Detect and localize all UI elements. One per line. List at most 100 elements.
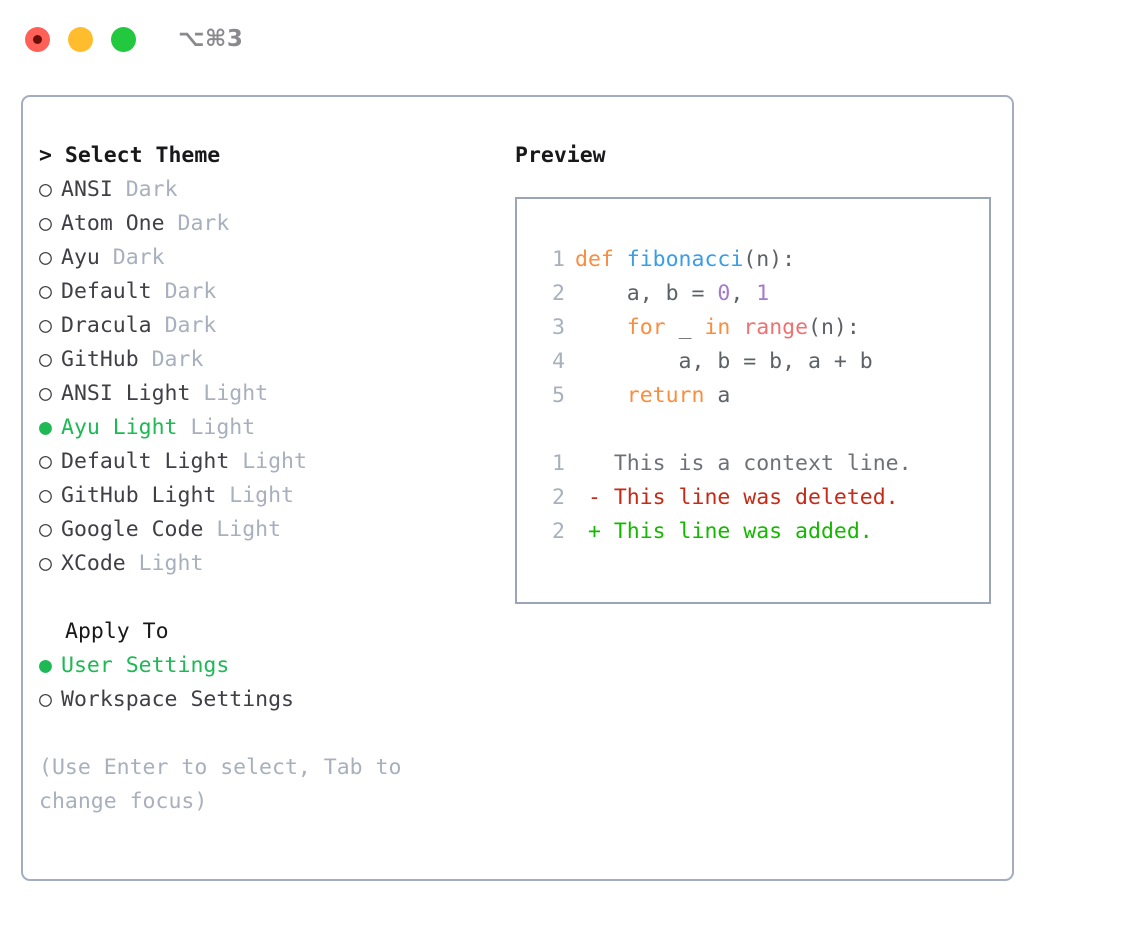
theme-variant-tag: Light: [203, 381, 269, 406]
radio-empty-icon: ○: [39, 347, 52, 372]
apply-to-title: Apply To: [65, 619, 169, 644]
radio-empty-icon: ○: [39, 551, 52, 576]
code-token: in: [704, 315, 731, 340]
theme-option-dracula[interactable]: ○Dracula Dark: [39, 309, 493, 343]
code-token: [575, 383, 627, 408]
theme-variant-tag: Dark: [164, 313, 217, 338]
radio-empty-icon: ○: [39, 483, 52, 508]
close-button[interactable]: [25, 26, 50, 52]
theme-option-ansi-light[interactable]: ○ ANSI Light Light: [39, 377, 493, 411]
diff-line-ctx: 1 This is a context line.: [535, 447, 989, 481]
code-text: a, b = 0, 1: [575, 277, 769, 311]
code-token: range: [743, 315, 809, 340]
theme-variant-tag: Light: [229, 483, 295, 508]
theme-variant-tag: Dark: [177, 211, 230, 236]
close-icon: [33, 34, 42, 44]
radio-empty-icon: ○: [39, 211, 52, 236]
radio-selected-icon: ●: [39, 653, 52, 678]
code-line: 4 a, b = b, a + b: [535, 345, 989, 379]
code-token: a: [704, 383, 731, 408]
title-bar: ⌥⌘3: [0, 0, 1140, 78]
page-title: > Select Theme: [39, 143, 221, 168]
theme-option-label: Default: [61, 279, 165, 304]
line-number: 4: [552, 349, 565, 374]
theme-option-ayu-light[interactable]: ● Ayu Light Light: [39, 411, 493, 445]
theme-variant-tag: Light: [190, 415, 256, 440]
theme-variant-tag: Light: [242, 449, 307, 474]
line-number: 5: [552, 383, 565, 408]
diff-text: + This line was added.: [575, 519, 873, 544]
theme-option-list: ○ANSI Dark○Atom One Dark○Ayu Dark○Defaul…: [39, 173, 493, 581]
code-token: ,: [730, 281, 757, 306]
code-token: fibonacci: [626, 247, 744, 272]
diff-line-del: 2 - This line was deleted.: [535, 481, 989, 515]
theme-option-label: Default Light: [61, 449, 243, 474]
theme-option-atom-one[interactable]: ○Atom One Dark: [39, 207, 493, 241]
theme-variant-tag: Light: [216, 517, 282, 542]
code-token: (n):: [808, 315, 860, 340]
line-number: 2: [552, 281, 565, 306]
traffic-lights: [25, 26, 136, 52]
code-line: 3 for _ in range(n):: [535, 311, 989, 345]
theme-option-label: XCode: [61, 551, 139, 576]
apply-to-option-list: ● User Settings ○ Workspace Settings: [39, 649, 493, 717]
minimize-button[interactable]: [68, 26, 93, 52]
theme-variant-tag: Light: [138, 551, 204, 576]
theme-option-label: Ayu: [61, 245, 113, 270]
theme-option-label: GitHub Light: [61, 483, 230, 508]
code-text: for _ in range(n):: [575, 311, 860, 345]
apply-to-option-label: User Settings: [61, 653, 230, 678]
spacer: [535, 413, 989, 447]
code-text: return a: [575, 379, 731, 413]
code-token: _: [665, 315, 705, 340]
apply-to-option-label: Workspace Settings: [61, 687, 294, 712]
radio-empty-icon: ○: [39, 279, 52, 304]
theme-variant-tag: Dark: [151, 347, 204, 372]
theme-option-default-light[interactable]: ○Default Light Light: [39, 445, 493, 479]
radio-empty-icon: ○: [39, 177, 52, 202]
radio-empty-icon: ○: [39, 245, 52, 270]
diff-text: This is a context line.: [575, 451, 912, 476]
line-number: 2: [552, 519, 565, 544]
code-token: return: [626, 383, 705, 408]
code-token: 1: [756, 281, 770, 306]
theme-option-ayu[interactable]: ○Ayu Dark: [39, 241, 493, 275]
preview-title: Preview: [515, 143, 606, 168]
apply-to-option-workspace-settings[interactable]: ○ Workspace Settings: [39, 683, 493, 717]
theme-option-ansi[interactable]: ○ANSI Dark: [39, 173, 493, 207]
code-token: (n):: [743, 247, 796, 272]
apply-to-option-user-settings[interactable]: ● User Settings: [39, 649, 493, 683]
theme-option-label: Ayu Light: [61, 415, 191, 440]
radio-selected-icon: ●: [39, 415, 52, 440]
help-text: (Use Enter to select, Tab to change focu…: [39, 755, 415, 814]
theme-selector-card: > Select Theme ○ANSI Dark○Atom One Dark○…: [21, 95, 1014, 881]
theme-option-default[interactable]: ○ Default Dark: [39, 275, 493, 309]
code-token: a, b =: [575, 281, 718, 306]
code-token: a, b = b, a + b: [575, 349, 873, 374]
theme-option-google-code[interactable]: ○ Google Code Light: [39, 513, 493, 547]
theme-option-xcode[interactable]: ○ XCode Light: [39, 547, 493, 581]
theme-option-label: Google Code: [61, 517, 217, 542]
radio-empty-icon: ○: [39, 517, 52, 542]
diff-sample: 1 This is a context line.2 - This line w…: [535, 447, 989, 549]
code-token: def: [575, 247, 627, 272]
zoom-button[interactable]: [111, 26, 136, 52]
theme-option-github-light[interactable]: ○ GitHub Light Light: [39, 479, 493, 513]
radio-empty-icon: ○: [39, 381, 52, 406]
code-token: for: [626, 315, 666, 340]
theme-option-github[interactable]: ○GitHub Dark: [39, 343, 493, 377]
line-number: 3: [552, 315, 565, 340]
radio-empty-icon: ○: [39, 687, 52, 712]
theme-variant-tag: Dark: [164, 279, 217, 304]
code-token: [730, 315, 743, 340]
code-token: [575, 315, 627, 340]
line-number: 1: [552, 451, 565, 476]
code-text: def fibonacci(n):: [575, 243, 795, 277]
diff-line-add: 2 + This line was added.: [535, 515, 989, 549]
theme-option-label: ANSI Light: [61, 381, 204, 406]
theme-variant-tag: Dark: [125, 177, 178, 202]
